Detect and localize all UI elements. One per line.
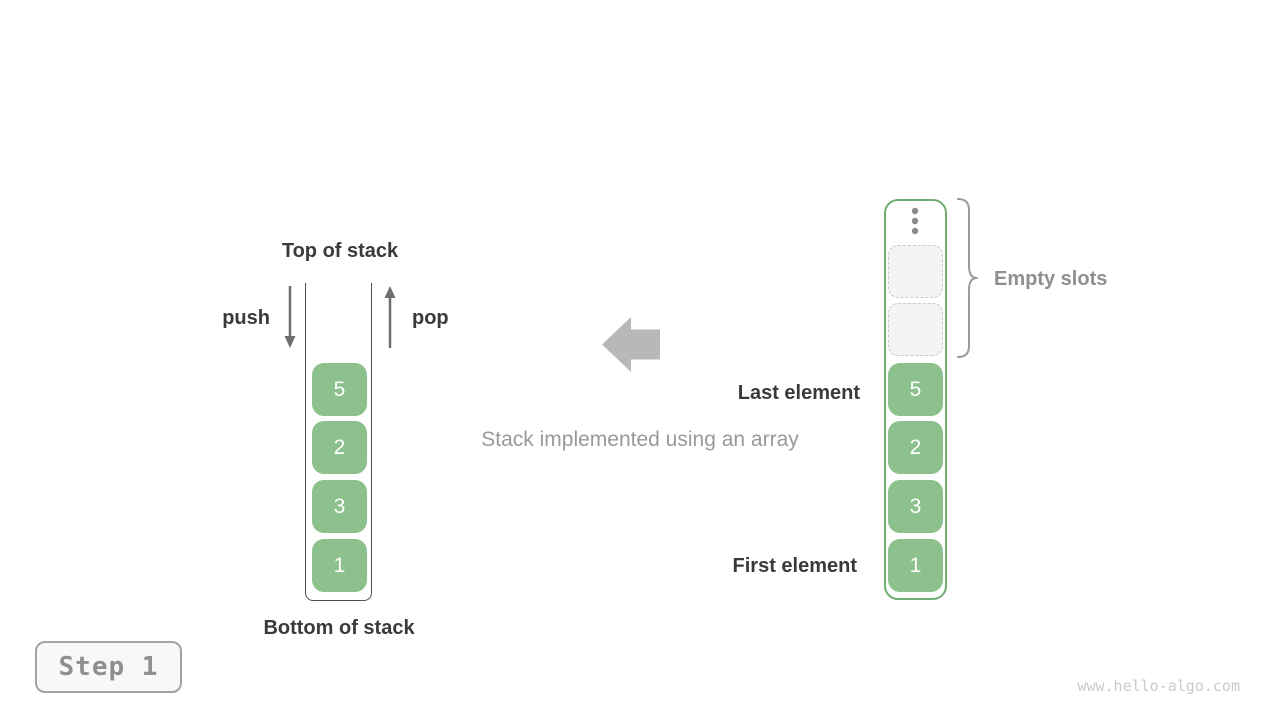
- diagram-caption: Stack implemented using an array: [481, 428, 799, 451]
- empty-slot: [888, 303, 943, 356]
- first-element-label: First element: [732, 555, 857, 577]
- push-arrow-icon: [284, 286, 296, 348]
- step-badge: Step 1: [35, 641, 182, 693]
- stack-cell: 5: [312, 363, 367, 416]
- array-cell: 5: [888, 363, 943, 416]
- pop-arrow-icon: [384, 286, 396, 348]
- top-of-stack-label: Top of stack: [281, 240, 399, 262]
- bottom-of-stack-label: Bottom of stack: [263, 617, 415, 639]
- empty-slots-label: Empty slots: [994, 268, 1108, 290]
- stack-cell: 3: [312, 480, 367, 533]
- array-cell: 2: [888, 421, 943, 474]
- stack-cell: 1: [312, 539, 367, 592]
- stack-cell: 2: [312, 421, 367, 474]
- watermark: www.hello-algo.com: [1077, 677, 1240, 695]
- array-cell: 1: [888, 539, 943, 592]
- last-element-label: Last element: [737, 382, 860, 404]
- brace-icon: [957, 198, 978, 358]
- pop-label: pop: [412, 307, 449, 329]
- stack-container: [305, 283, 372, 601]
- array-cell: 3: [888, 480, 943, 533]
- push-label: push: [222, 307, 270, 329]
- empty-slot: [888, 245, 943, 298]
- left-block-arrow-icon: [602, 317, 660, 372]
- vertical-ellipsis-icon: [911, 207, 919, 235]
